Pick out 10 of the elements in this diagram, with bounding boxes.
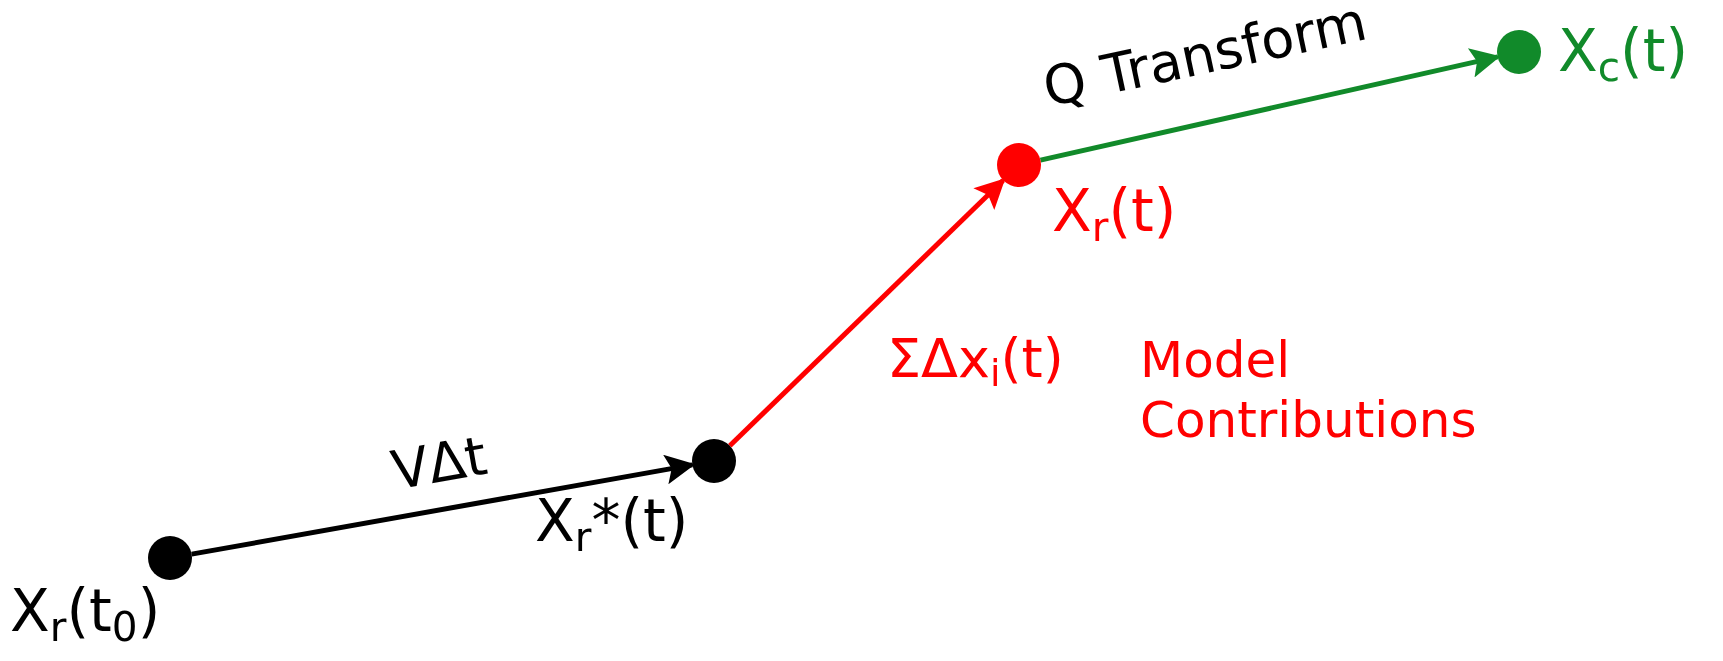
point-dot [692, 439, 736, 483]
point-dot [997, 143, 1041, 187]
point-label: X$_{r}$(t$_{0}$) [10, 582, 161, 648]
point-label: X$_{c}$(t) [1558, 22, 1689, 88]
point-label: X$_{r}$(t) [1052, 182, 1177, 248]
point-dot [148, 536, 192, 580]
arrow [728, 178, 1006, 448]
point-label: X$_{r}$*(t) [535, 492, 689, 558]
point-dot [1497, 30, 1541, 74]
note-text: Model Contributions [1140, 330, 1478, 450]
